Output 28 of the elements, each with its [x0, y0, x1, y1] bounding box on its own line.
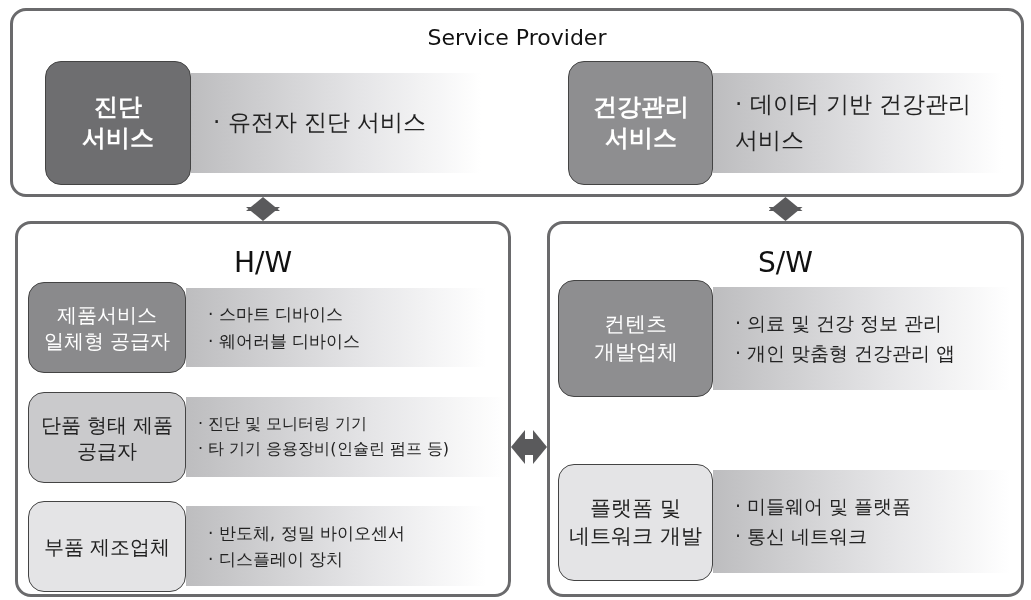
category-box: 컨텐츠 개발업체: [558, 280, 713, 397]
group-panel: [10, 8, 1024, 197]
group-panel: [547, 221, 1024, 597]
bullet-item: · 진단 및 모니터링 기기: [198, 413, 369, 436]
bullet-item: · 의료 및 건강 정보 관리: [735, 311, 944, 337]
panel-title: H/W: [233, 246, 293, 279]
category-box: 부품 제조업체: [28, 501, 186, 592]
category-box: 건강관리 서비스: [568, 61, 713, 185]
bullet-item: · 스마트 디바이스: [208, 303, 345, 327]
group-panel: [15, 221, 511, 597]
panel-title: Service Provider: [427, 25, 607, 50]
bullet-item: · 유전자 진단 서비스: [213, 108, 428, 138]
bullet-item: · 디스플레이 장치: [208, 548, 345, 571]
bullet-item: · 데이터 기반 건강관리 서비스: [735, 90, 973, 155]
bullet-item: · 미들웨어 및 플랫폼: [735, 494, 913, 520]
category-box: 제품서비스 일체형 공급자: [28, 282, 186, 373]
bullet-item: · 개인 맞춤형 건강관리 앱: [735, 340, 957, 366]
category-box: 진단 서비스: [45, 61, 191, 185]
bullet-item: · 통신 네트워크: [735, 523, 869, 549]
double-arrow: [246, 197, 280, 221]
category-box: 단품 형태 제품 공급자: [28, 392, 186, 483]
bullet-item: · 타 기기 응용장비(인슐린 펌프 등): [198, 438, 450, 460]
category-box: 플랫폼 및 네트워크 개발: [558, 464, 713, 581]
double-arrow: [511, 430, 547, 464]
double-arrow: [768, 197, 803, 221]
bullet-item: · 반도체, 정밀 바이오센서: [208, 521, 407, 545]
panel-title: S/W: [758, 246, 813, 279]
bullet-item: · 웨어러블 디바이스: [208, 329, 362, 353]
